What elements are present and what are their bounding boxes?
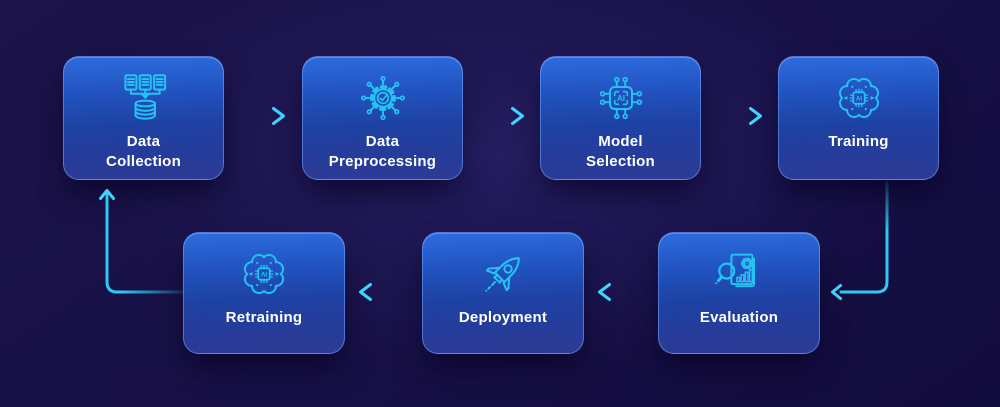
connector-retraining-to-collection xyxy=(99,189,185,294)
ai-brain-icon: AI xyxy=(832,71,886,125)
arrow-deployment-to-retraining xyxy=(359,283,406,301)
arrow-preprocessing-to-selection xyxy=(477,107,524,125)
arrow-selection-to-training xyxy=(715,107,762,125)
svg-text:AI: AI xyxy=(855,95,862,102)
svg-text:AI: AI xyxy=(617,94,625,103)
ai-brain-icon: AI xyxy=(237,247,291,301)
node-label: Data Collection xyxy=(105,133,181,170)
report-magnifier-icon xyxy=(712,247,766,301)
arrow-collection-to-preprocessing xyxy=(238,107,285,125)
flow-node-evaluation: Evaluation xyxy=(658,232,820,354)
flow-node-deployment: Deployment xyxy=(422,232,584,354)
node-label: Deployment xyxy=(458,309,548,326)
node-label: Data Preprocessing xyxy=(328,133,437,170)
node-label: Retraining xyxy=(225,309,303,326)
gear-network-icon xyxy=(356,71,410,125)
flow-node-data-preprocessing: Data Preprocessing xyxy=(302,56,463,180)
flow-node-training: AI Training xyxy=(778,56,939,180)
ai-chip-icon: AI xyxy=(594,71,648,125)
svg-text:AI: AI xyxy=(261,271,268,278)
flow-node-model-selection: AI Model Selection xyxy=(540,56,701,180)
flow-node-retraining: AI Retraining xyxy=(183,232,345,354)
data-collection-icon xyxy=(117,71,171,125)
node-label: Model Selection xyxy=(586,133,655,170)
node-label: Evaluation xyxy=(699,309,779,326)
flow-node-data-collection: Data Collection xyxy=(63,56,224,180)
rocket-icon xyxy=(476,247,530,301)
node-label: Training xyxy=(828,133,889,150)
connector-training-to-evaluation xyxy=(831,180,889,300)
arrow-evaluation-to-deployment xyxy=(598,283,645,301)
